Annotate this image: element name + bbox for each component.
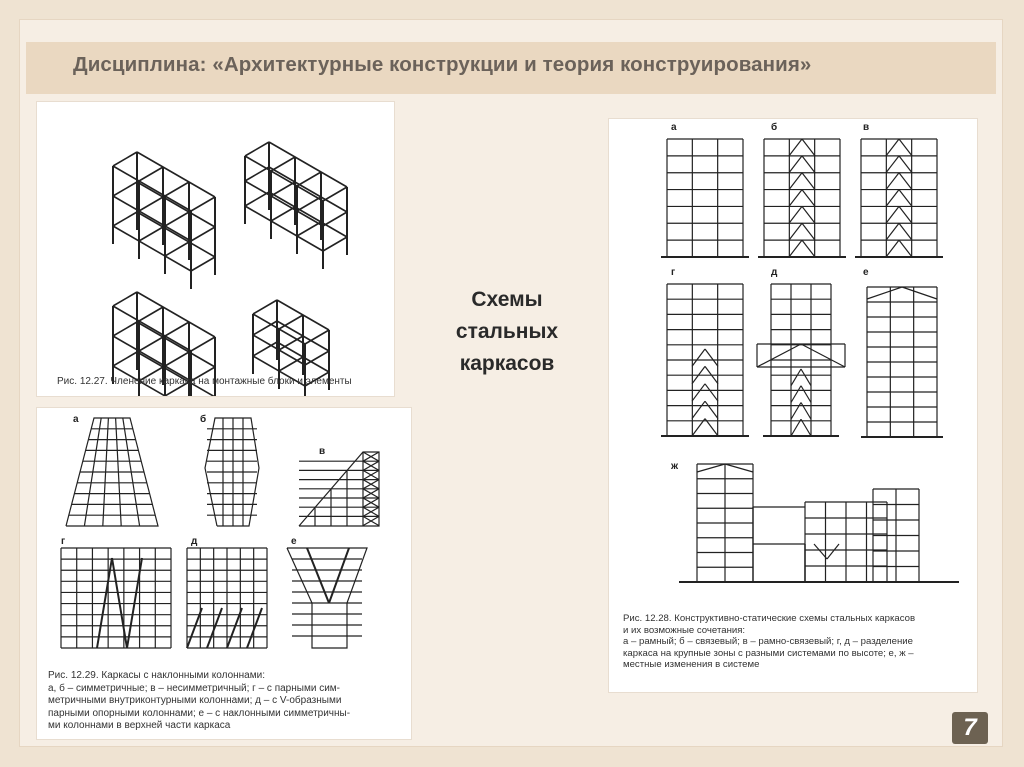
label-e: е (291, 536, 297, 547)
figure-caption: Рис. 12.28. Конструктивно-статические сх… (623, 613, 916, 670)
page-number-badge: 7 (952, 712, 988, 744)
slide-title: Дисциплина: «Архитектурные конструкции и… (73, 53, 812, 76)
label-g: г (61, 536, 65, 547)
label-a: а (73, 414, 79, 425)
figure-frame-blocks: Рис. 12.27. Членение каркаса на монтажны… (37, 102, 394, 396)
label-g: г (671, 267, 675, 278)
label-b: б (200, 413, 206, 425)
inclined-columns-drawing: а б в г д е (60, 413, 380, 649)
structural-schemes-drawing: а б в г д е ж (661, 121, 959, 583)
label-v: в (863, 122, 869, 133)
label-b: б (771, 121, 777, 133)
isometric-frames-drawing (112, 141, 348, 396)
figure-caption: Рис. 12.29. Каркасы с наклонными колонна… (48, 670, 351, 731)
header-band: Дисциплина: «Архитектурные конструкции и… (26, 40, 996, 94)
figure-caption: Рис. 12.27. Членение каркаса на монтажны… (57, 376, 352, 387)
label-zh: ж (670, 461, 679, 472)
label-d: д (771, 267, 778, 278)
center-heading: Схемы стальных каркасов (455, 288, 559, 375)
label-d: д (191, 536, 198, 547)
figure-structural-schemes: а б в г д е ж Рис. 12.28. Конструктивно-… (609, 119, 977, 692)
label-e: е (863, 267, 869, 278)
label-v: в (319, 446, 325, 457)
label-a: а (671, 122, 677, 133)
figure-inclined-columns: а б в г д е Рис. 12.29. Каркасы с наклон… (37, 408, 411, 739)
